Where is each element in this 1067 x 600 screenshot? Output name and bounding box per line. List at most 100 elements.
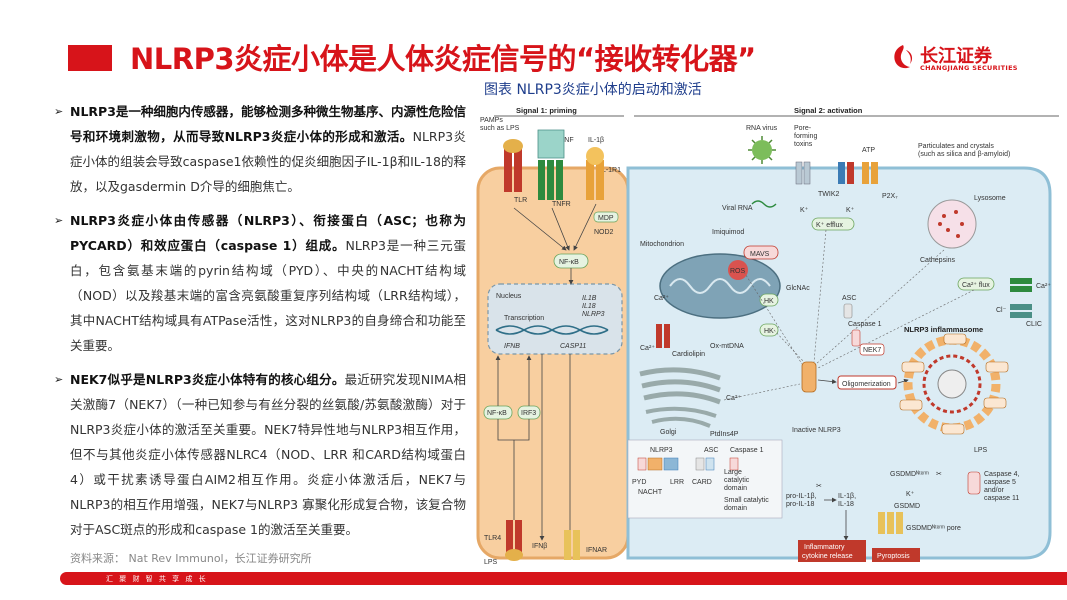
label-inflammasome: NLRP3 inflammasome xyxy=(904,325,983,334)
legend-small-2: domain xyxy=(724,505,747,512)
bullet-item: ➢ NEK7似乎是NLRP3炎症小体特有的核心组分。最近研究发现NIMA相关激酶… xyxy=(54,367,466,542)
label-casp4-3: and/or xyxy=(984,487,1005,494)
ca-channel xyxy=(1010,278,1032,292)
label-cytokine-release: cytokine release xyxy=(802,553,853,560)
source-note: 资料来源： Nat Rev Immunol，长江证券研究所 xyxy=(70,552,312,565)
mavs-node xyxy=(743,245,779,260)
lysosome xyxy=(927,199,977,249)
er-membrane-3 xyxy=(643,391,721,405)
legend-caspase1: Caspase 1 xyxy=(730,447,764,454)
label-k-1: K⁺ xyxy=(800,207,809,214)
label-nucleus: Nucleus xyxy=(496,293,522,300)
label-caspase1: Caspase 1 xyxy=(848,321,882,328)
legend-nacht: NACHT xyxy=(638,489,663,496)
label-tlr: TLR xyxy=(514,197,527,204)
label-tnfr: TNFR xyxy=(552,201,571,208)
label-hk-1: HK xyxy=(764,298,774,305)
label-pamps-sub: such as LPS xyxy=(480,125,520,132)
figure-caption: 图表 NLRP3炎症小体的启动和激活 xyxy=(484,82,702,98)
mitochondrion xyxy=(659,253,781,319)
label-cathepsins: Cathepsins xyxy=(920,257,956,264)
label-k-efflux: K⁺ efflux xyxy=(816,222,843,229)
mcu-channel xyxy=(656,324,670,348)
label-p2x7: P2X₇ xyxy=(882,193,898,200)
rna-virus-icon xyxy=(748,136,776,164)
label-nod2: NOD2 xyxy=(594,229,614,236)
label-viral-rna: Viral RNA xyxy=(722,205,753,212)
label-pro-il18: pro-IL-18 xyxy=(786,501,815,508)
label-pro-il1b: pro-IL-1β, xyxy=(786,493,817,500)
arrow-to-oligomerization xyxy=(817,379,837,384)
label-gsdmd-pore: GSDMDᴺᵗᵉʳᵐ pore xyxy=(906,525,961,532)
er-membrane-2 xyxy=(641,379,721,393)
label-mavs: MAVS xyxy=(750,251,770,258)
legend-lrr: LRR xyxy=(670,479,684,486)
label-il1r1: IL-1R1 xyxy=(600,167,621,174)
twik2-channel xyxy=(838,162,854,184)
legend-pyd-swatch xyxy=(637,457,647,471)
scissors-icon-2: ✂ xyxy=(936,471,942,478)
label-pamps: PAMPs xyxy=(480,117,503,124)
dna-strand-2 xyxy=(495,325,609,335)
bullet-arrow-icon: ➢ xyxy=(54,105,64,118)
label-ca-2: Ca²⁺ xyxy=(640,345,655,352)
legend-pyd: PYD xyxy=(632,479,646,486)
label-gsdmd-nterm: GSDMDᴺᵗᵉʳᵐ xyxy=(890,471,929,478)
lysosome-particles xyxy=(938,210,964,238)
label-mdp: MDP xyxy=(598,215,614,222)
label-k-3: K⁺ xyxy=(906,491,915,498)
label-lps-2: LPS xyxy=(974,447,988,454)
legend-nacht-swatch xyxy=(647,457,663,471)
signal1-header: Signal 1: priming xyxy=(516,106,577,115)
legend-lrr-swatch xyxy=(663,457,679,471)
label-ros: ROS xyxy=(730,268,746,275)
signal2-header: Signal 2: activation xyxy=(794,106,863,115)
mdp-box xyxy=(593,211,619,223)
label-gene-nlrp3: NLRP3 xyxy=(582,311,605,318)
label-ifnar: IFNAR xyxy=(586,547,607,554)
label-pyroptosis: Pyroptosis xyxy=(877,553,910,560)
label-nek7: NEK7 xyxy=(863,347,881,354)
er-membrane-1 xyxy=(639,367,721,381)
ca-flux-node xyxy=(957,277,995,291)
label-gene-ifnb: IFNB xyxy=(504,343,520,350)
label-imiquimod: Imiquimod xyxy=(712,229,744,236)
bullet-arrow-icon: ➢ xyxy=(54,214,64,227)
page-title: NLRP3炎症小体是人体炎症信号的“接收转化器” xyxy=(130,42,756,76)
arrow-tlr-nfkb xyxy=(513,207,567,251)
label-nfkb-2: NF-κB xyxy=(487,410,507,417)
label-il1b-mature: IL-1β, xyxy=(838,493,856,500)
label-gene-il18: IL18 xyxy=(582,303,596,310)
legend-large-1: Large xyxy=(724,469,742,476)
legend-asc: ASC xyxy=(704,447,718,454)
domain-legend xyxy=(627,439,783,519)
oligomerization-node xyxy=(837,375,897,390)
label-il1b: IL-1β xyxy=(588,137,604,144)
label-cl: Cl⁻ xyxy=(996,307,1007,314)
hk-node-2 xyxy=(759,323,779,337)
outcome-pyroptosis xyxy=(872,548,920,562)
k-efflux-node xyxy=(811,217,855,231)
label-oligomerization: Oligomerization xyxy=(842,381,891,388)
arrow-to-inflammasome xyxy=(897,378,909,384)
inactive-nlrp3-shape xyxy=(801,361,817,393)
bullet-bold-text: NLRP3炎症小体由传感器（NLRP3）、衔接蛋白（ASC；也称为PYCARD）… xyxy=(70,213,466,253)
label-casp4-2: caspase 5 xyxy=(984,479,1016,486)
label-cardiolipin: Cardiolipin xyxy=(672,351,705,358)
hk-node-1 xyxy=(759,293,779,307)
label-lps: LPS xyxy=(484,559,498,566)
label-glcnac: GlcNAc xyxy=(786,285,810,292)
label-ca-3: Ca²⁺ xyxy=(726,395,741,402)
legend-card: CARD xyxy=(692,479,712,486)
golgi-membrane-2 xyxy=(651,416,711,428)
label-golgi: Golgi xyxy=(660,429,677,436)
cell-region-priming xyxy=(476,166,630,560)
nek7-node xyxy=(859,343,885,356)
label-ca-out: Ca²⁺ xyxy=(1036,283,1051,290)
bullet-bold-text: NLRP3是一种细胞内传感器，能够检测多种微生物基序、内源性危险信号和环境刺激物… xyxy=(70,104,466,144)
legend-large-swatch xyxy=(729,457,739,471)
label-casp4-1: Caspase 4, xyxy=(984,471,1019,478)
bullet-item: ➢ NLRP3炎症小体由传感器（NLRP3）、衔接蛋白（ASC；也称为PYCAR… xyxy=(54,208,466,358)
company-logo: 长江证券 CHANGJIANG SECURITIES xyxy=(888,42,1018,74)
scissors-icon: ✂ xyxy=(816,483,822,490)
